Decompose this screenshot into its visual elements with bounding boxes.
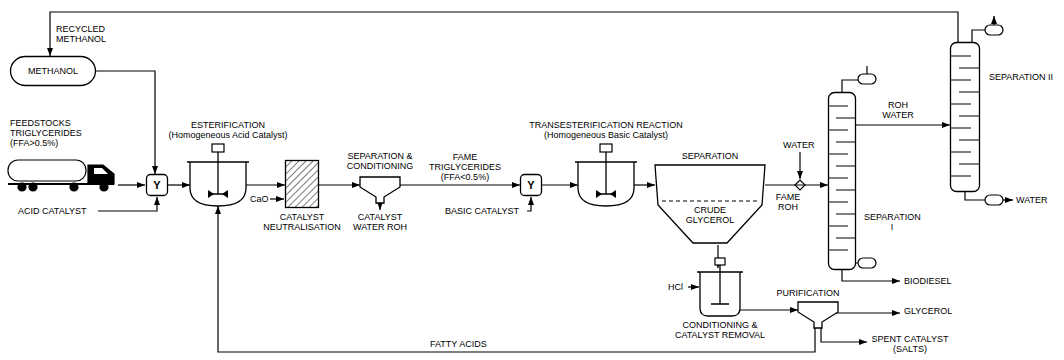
stirred-reactor: ESTERIFICATION (Homogeneous Acid Catalys… [190, 160, 246, 206]
mixer-box: Y [520, 174, 542, 196]
decanter: SEPARATIONCRUDE GLYCEROL [655, 165, 765, 245]
shape-outline [700, 268, 740, 316]
reboiler [965, 192, 1003, 205]
shape-text: Y [527, 180, 534, 190]
stream-label: SPENT CATALYST (SALTS) [870, 334, 950, 354]
process-stream [856, 124, 950, 125]
shape-outline [285, 160, 319, 208]
stream-label: ROH WATER [878, 100, 918, 120]
stream-label: CATALYST WATER ROH [350, 212, 410, 232]
stream-label: BIODIESEL [904, 276, 974, 286]
text-holder: Y [520, 174, 542, 196]
shape-text: METHANOL [28, 66, 78, 76]
stream-label: CaO [250, 194, 270, 204]
shape-outline [798, 302, 838, 328]
unit-heading: TRANSESTERIFICATION REACTION (Homogeneou… [514, 120, 699, 140]
shape-text: Y [153, 180, 160, 190]
stream-label: ACID CATALYST [18, 206, 98, 216]
separator-funnel: SEPARATION & CONDITIONING [360, 177, 400, 203]
unit-heading: SEPARATION II [988, 72, 1054, 82]
stream-label: GLYCEROL [904, 306, 974, 316]
stream-label: FAME TRIGLYCERIDES (FFA<0.5%) [425, 152, 505, 182]
stream-label: FATTY ACIDS [430, 339, 520, 349]
acid-line [97, 197, 157, 211]
distillation-column: SEPARATION II [950, 42, 980, 192]
storage-tank: METHANOL [10, 56, 96, 86]
unit-heading: PURIFICATION [768, 288, 848, 298]
stream-label: FEEDSTOCKS TRIGLYCERIDES (FFA>0.5%) [10, 118, 95, 148]
distillation-column: SEPARATION I [828, 92, 856, 270]
unit-heading: SEPARATION [670, 151, 750, 161]
water-out-line [1003, 199, 1013, 200]
stream-label: BASIC CATALYST [445, 206, 527, 216]
shape-text: CRUDE GLYCEROL [675, 205, 745, 225]
process-stream [319, 184, 360, 185]
shape-outline [360, 177, 400, 203]
cao-line [270, 198, 284, 199]
stream-label: HCl [668, 282, 688, 292]
process-stream [740, 309, 798, 310]
process-stream [765, 184, 828, 185]
process-stream [168, 184, 190, 185]
stirred-reactor: TRANSESTERIFICATION REACTION (Homogeneou… [578, 160, 634, 206]
process-stream [542, 184, 578, 185]
salts-line [821, 328, 867, 342]
condenser [972, 16, 1003, 42]
shape-outline [578, 160, 634, 206]
unit-heading: CATALYST NEUTRALISATION [258, 212, 346, 232]
unit-heading: ESTERIFICATION (Homogeneous Acid Catalys… [166, 120, 291, 140]
shape-outline [190, 160, 246, 206]
stream-label: RECYCLED METHANOL [56, 24, 118, 44]
stirred-tank: CONDITIONING & CATALYST REMOVAL [700, 268, 740, 316]
shape-outline [950, 42, 980, 192]
basic-line [527, 197, 531, 211]
separator-funnel: PURIFICATION [798, 302, 838, 328]
unit-heading: SEPARATION & CONDITIONING [340, 151, 420, 171]
process-stream [246, 184, 285, 185]
text-holder: Y [146, 174, 168, 196]
water-line [799, 152, 800, 179]
process-stream [400, 184, 520, 185]
purge-line [379, 203, 380, 210]
glycerol-line [834, 312, 900, 313]
stream-label: WATER [783, 140, 823, 150]
packed-column: CATALYST NEUTRALISATION [285, 160, 319, 208]
biodiesel-line [842, 270, 900, 281]
process-stream [634, 184, 655, 185]
process-stream [50, 12, 958, 56]
unit-heading: SEPARATION I [864, 212, 920, 232]
feed-line [118, 184, 145, 185]
mixer-box: Y [146, 174, 168, 196]
reboiler [856, 258, 876, 268]
text-holder: METHANOL [10, 56, 96, 86]
shape-outline [828, 92, 856, 270]
stream-label: FAME ROH [772, 192, 804, 212]
stream-label: WATER [1016, 195, 1060, 205]
process-stream [96, 71, 155, 174]
unit-heading: CONDITIONING & CATALYST REMOVAL [664, 320, 776, 340]
tanker-truck [8, 160, 114, 191]
condenser [842, 66, 876, 92]
